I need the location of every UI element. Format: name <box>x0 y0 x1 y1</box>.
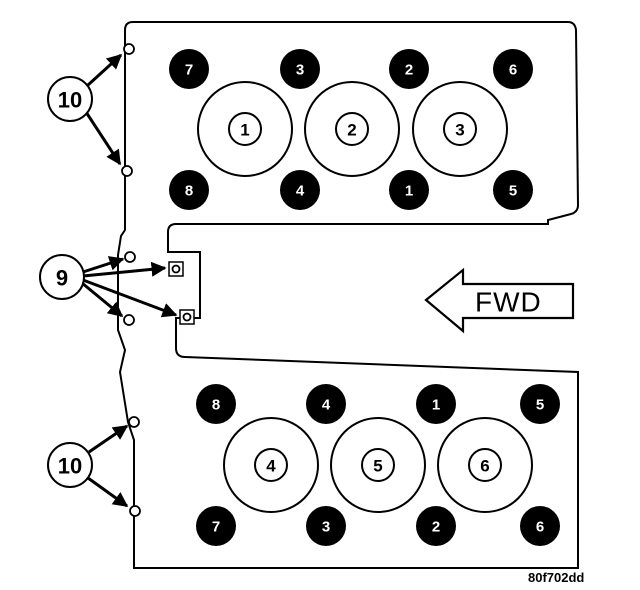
locator-hole-lower-top <box>128 416 140 428</box>
figure-code: 80f702dd <box>528 570 584 585</box>
lower-bottom-bolt-1: 7 <box>212 519 220 536</box>
upper-bottom-bolt-4: 5 <box>509 183 517 200</box>
forward-arrow-icon <box>424 267 575 334</box>
lower-bottom-bolt-2: 3 <box>322 519 330 536</box>
callout-locator-upper: 10 <box>58 88 82 113</box>
upper-bottom-bolt-3: 1 <box>405 183 413 200</box>
callout-dowel: 9 <box>56 266 68 291</box>
gasket-outline <box>117 21 580 569</box>
upper-cylinder-label-2: 2 <box>347 121 356 140</box>
locator-hole-upper-bottom <box>121 165 133 177</box>
lower-bottom-bolt-4: 6 <box>536 519 544 536</box>
upper-top-bolt-2: 3 <box>296 62 304 79</box>
upper-cylinder-label-1: 1 <box>240 121 249 140</box>
upper-top-bolt-1: 7 <box>185 62 193 79</box>
forward-label: FWD <box>475 287 542 318</box>
lower-bottom-bolt-3: 2 <box>432 519 440 536</box>
lower-cylinder-label-5: 5 <box>373 457 382 476</box>
lower-cylinder-label-4: 4 <box>266 457 276 476</box>
locator-hole-lower-bottom <box>129 505 141 517</box>
lower-top-bolt-4: 5 <box>536 397 544 414</box>
lower-top-bolt-3: 1 <box>432 397 440 414</box>
callout-locator-lower: 10 <box>58 454 82 479</box>
lower-cylinder-label-6: 6 <box>480 457 489 476</box>
dowel-hole-b <box>123 314 135 326</box>
upper-cylinder-label-3: 3 <box>455 121 464 140</box>
locator-hole-upper-top <box>123 43 135 55</box>
upper-bottom-bolt-1: 8 <box>185 183 193 200</box>
lower-top-bolt-2: 4 <box>322 397 331 414</box>
upper-bottom-bolt-2: 4 <box>296 183 305 200</box>
upper-top-bolt-4: 6 <box>509 62 517 79</box>
upper-top-bolt-3: 2 <box>405 62 413 79</box>
dowel-hole-a <box>124 251 136 263</box>
lower-top-bolt-1: 8 <box>212 397 220 414</box>
